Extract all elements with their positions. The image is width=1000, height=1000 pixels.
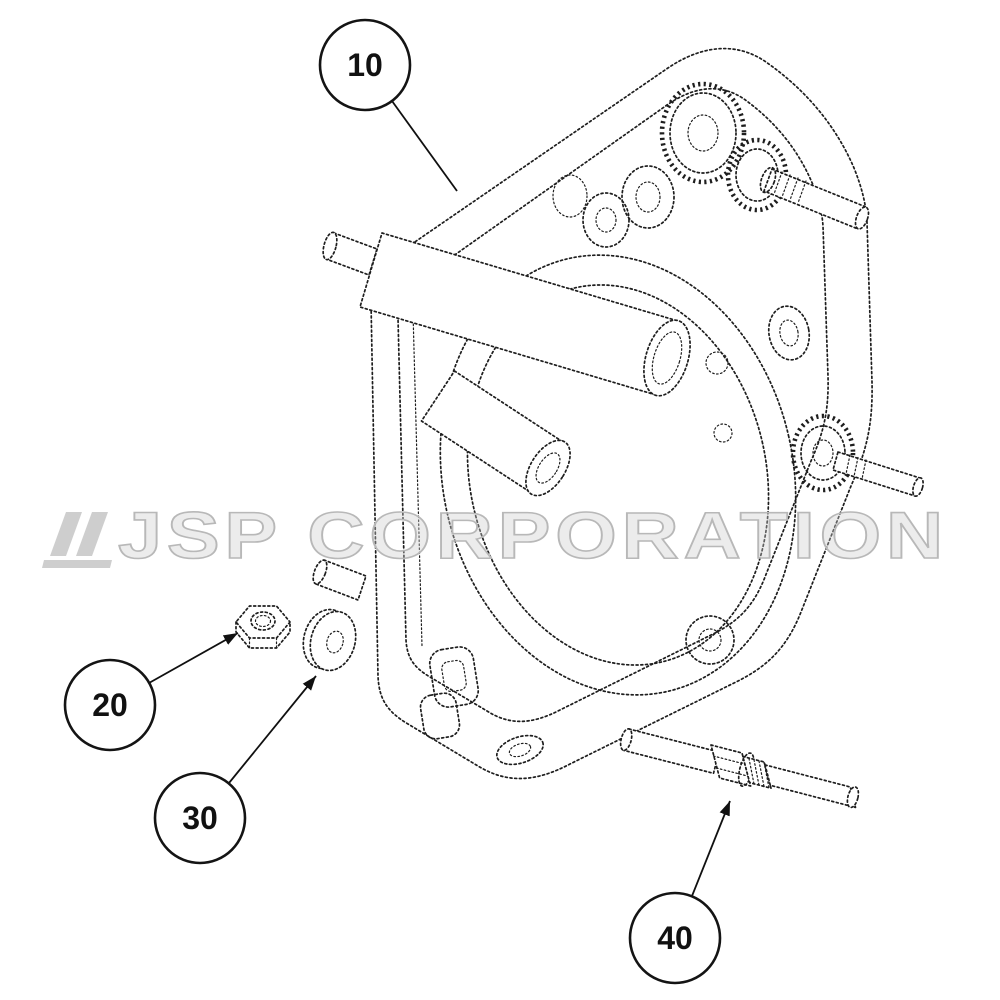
washer <box>302 608 357 672</box>
cross-tube <box>322 231 691 397</box>
leader-line-20 <box>148 632 239 684</box>
callout-20-label: 20 <box>92 687 128 723</box>
mid-splined-hub <box>790 413 856 493</box>
callout-40-label: 40 <box>657 920 693 956</box>
lower-shaft <box>832 451 924 498</box>
upper-shaft <box>759 166 870 230</box>
lower-cylinder <box>420 370 571 497</box>
callout-10-circle <box>318 18 412 112</box>
callout-40: 40 <box>628 891 722 985</box>
lock-nut <box>235 605 291 649</box>
gear-housing <box>369 47 873 780</box>
watermark-text: JSP CORPORATION <box>118 498 948 572</box>
callout-20: 20 <box>63 658 157 752</box>
callout-20-circle <box>63 658 157 752</box>
callout-40-circle <box>628 891 722 985</box>
jsp-logo-icon <box>42 512 112 568</box>
leader-line-40 <box>691 800 731 897</box>
left-stub <box>312 559 367 601</box>
callout-30-circle <box>153 771 247 865</box>
callout-10-label: 10 <box>347 47 383 83</box>
leader-line-30 <box>228 675 317 784</box>
callout-30: 30 <box>153 771 247 865</box>
watermark: JSP CORPORATION <box>42 497 948 573</box>
callout-10: 10 <box>318 18 412 112</box>
callout-30-label: 30 <box>182 800 218 836</box>
anchor-pin <box>619 728 860 809</box>
leader-line-10 <box>391 100 458 192</box>
